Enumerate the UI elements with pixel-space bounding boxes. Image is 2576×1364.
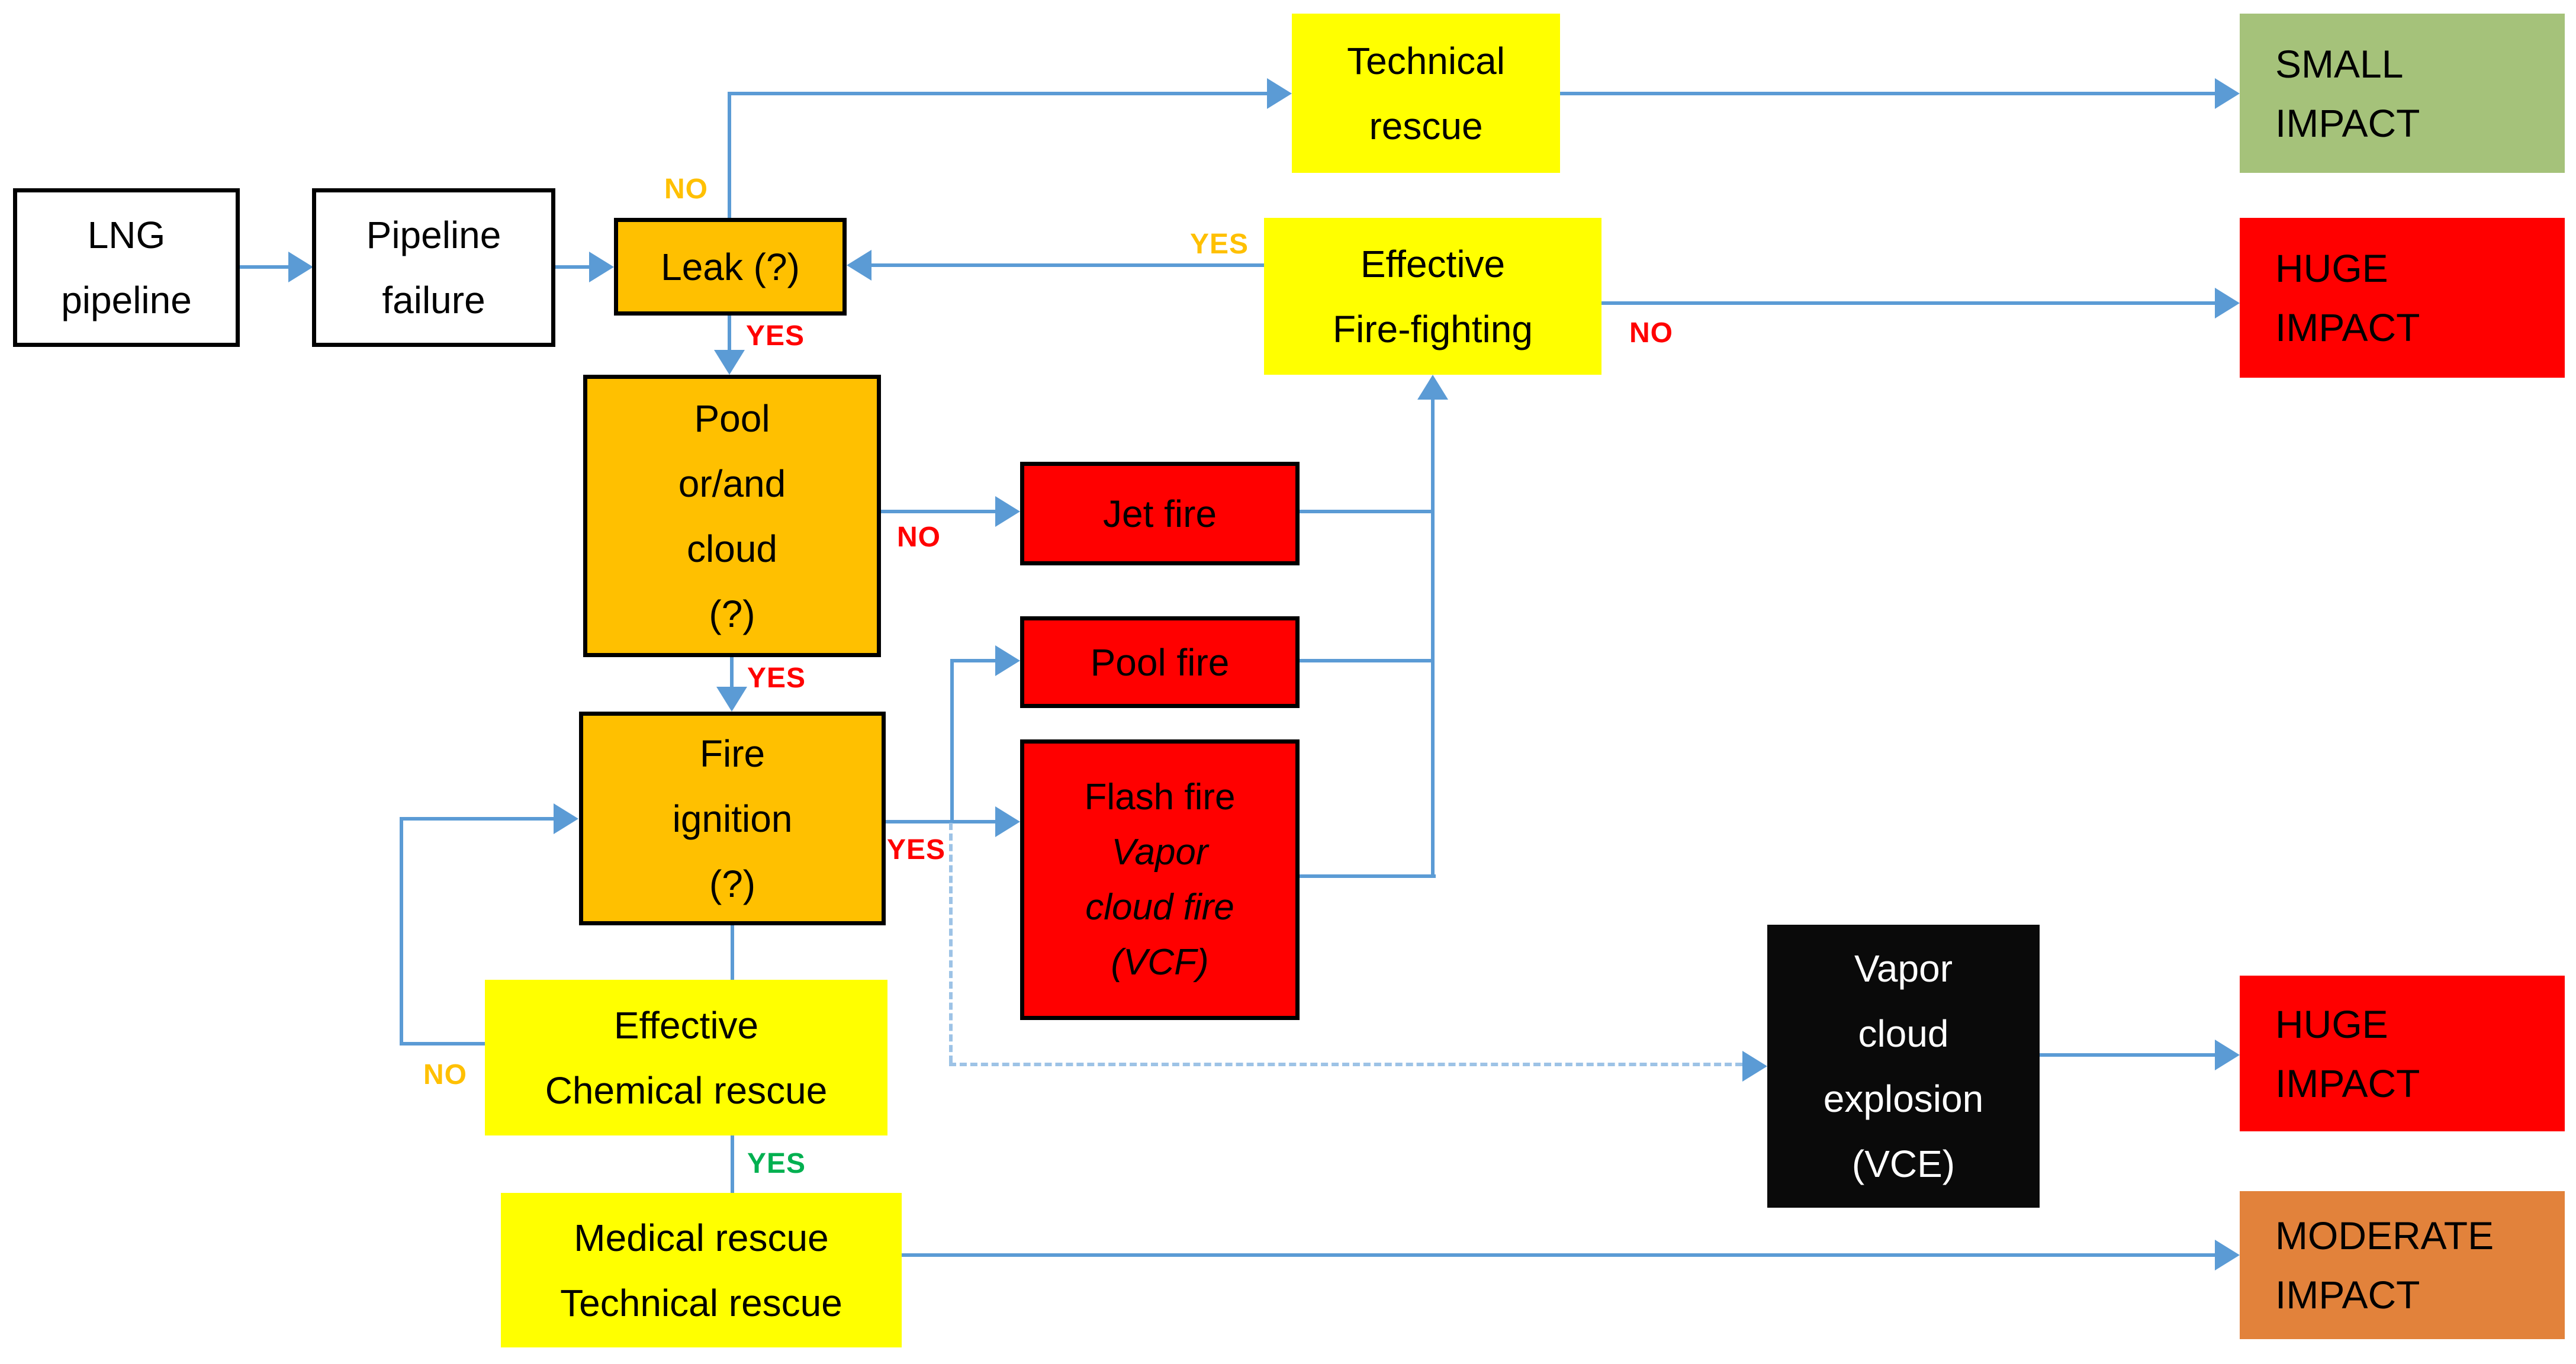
edge-chemical-yes-line (731, 1135, 734, 1193)
edge-techrescue-to-small-arrowhead (2215, 78, 2240, 109)
edge-poolfire-to-collector-line (1300, 659, 1435, 662)
edge-leak-no-horizontal-line (728, 92, 1269, 95)
edge-firefighting-no-arrowhead (2215, 288, 2240, 319)
node-flash-fire: Flash fire Vapor cloud fire (VCF) (1020, 739, 1300, 1020)
node-medical-technical-rescue: Medical rescue Technical rescue (501, 1193, 902, 1347)
edge-dashed-to-vce-vertical (949, 823, 953, 1063)
node-pipeline-failure-label: Pipeline failure (366, 214, 501, 321)
edge-failure-to-leak-arrowhead (589, 252, 614, 282)
edge-label-chemical-no: NO (423, 1059, 467, 1090)
edge-leak-yes-line (728, 316, 731, 352)
edge-branch-to-poolfire-vertical (950, 661, 954, 822)
node-fire-ignition-label: Fire ignition (?) (672, 732, 793, 905)
edge-branch-to-poolfire-horizontal (950, 659, 1001, 662)
edge-label-cloud-no: NO (897, 522, 941, 553)
edge-lng-to-failure-line (240, 265, 294, 269)
edge-techrescue-to-small-line (1560, 92, 2217, 95)
edge-cloud-no-line (881, 510, 1002, 513)
edge-cloud-yes-arrowhead (716, 687, 747, 712)
node-pool-or-cloud-label: Pool or/and cloud (?) (678, 397, 786, 635)
edge-label-leak-no: NO (664, 173, 708, 205)
edge-leak-no-arrowhead (1267, 78, 1292, 109)
edge-vce-to-huge-arrowhead (2215, 1040, 2240, 1070)
edge-chemical-no-bottom-line (400, 1042, 485, 1045)
edge-leak-no-vertical-line (728, 93, 731, 218)
node-huge-impact-bottom: HUGE IMPACT (2240, 976, 2565, 1131)
edge-firefighting-yes-arrowhead (847, 250, 871, 281)
edge-vce-to-huge-line (2040, 1053, 2221, 1057)
node-small-impact: SMALL IMPACT (2240, 14, 2565, 173)
edge-lng-to-failure-arrowhead (288, 252, 313, 282)
node-pool-fire: Pool fire (1020, 616, 1300, 708)
node-pool-fire-label: Pool fire (1090, 641, 1230, 684)
node-technical-rescue-label: Technical rescue (1347, 39, 1505, 147)
node-huge-impact-bottom-label: HUGE IMPACT (2275, 1002, 2420, 1105)
edge-label-chemical-yes: YES (747, 1148, 806, 1179)
edge-label-cloud-yes: YES (747, 662, 806, 694)
edge-firefighting-yes-line (870, 263, 1264, 267)
edge-medical-to-moderate-line (902, 1253, 2221, 1257)
node-effective-firefighting-label: Effective Fire-fighting (1333, 242, 1533, 350)
node-technical-rescue: Technical rescue (1292, 14, 1560, 173)
node-huge-impact-top-label: HUGE IMPACT (2275, 246, 2420, 349)
node-vapor-cloud-explosion: Vapor cloud explosion (VCE) (1767, 925, 2040, 1208)
edge-ignition-to-chemical-line (731, 925, 734, 980)
edge-failure-to-leak-line (555, 265, 592, 269)
edge-cloud-yes-line (730, 657, 734, 691)
node-effective-firefighting: Effective Fire-fighting (1264, 218, 1601, 375)
node-huge-impact-top: HUGE IMPACT (2240, 218, 2565, 378)
edge-cloud-no-arrowhead (995, 496, 1020, 527)
edge-ignition-yes-line (886, 820, 1001, 823)
edge-label-firefighting-yes: YES (1190, 229, 1249, 260)
node-jet-fire: Jet fire (1020, 462, 1300, 565)
edge-branch-to-poolfire-arrowhead (995, 645, 1020, 676)
node-effective-chemical-rescue: Effective Chemical rescue (485, 980, 887, 1135)
node-pool-or-cloud-decision: Pool or/and cloud (?) (583, 375, 881, 657)
node-moderate-impact-label: MODERATE IMPACT (2275, 1214, 2494, 1317)
edge-dashed-to-vce-horizontal (949, 1063, 1742, 1066)
node-flash-fire-sublabel: Vapor cloud fire (VCF) (1085, 832, 1234, 983)
node-lng-pipeline: LNG pipeline (13, 188, 240, 347)
edge-label-leak-yes: YES (746, 320, 805, 352)
edge-flashfire-to-collector-line (1300, 874, 1436, 878)
edge-chemical-no-top-line (400, 817, 554, 821)
node-medical-technical-rescue-label: Medical rescue Technical rescue (560, 1216, 842, 1324)
node-small-impact-label: SMALL IMPACT (2275, 41, 2420, 145)
edge-firefighting-no-line (1601, 301, 2221, 305)
node-pipeline-failure: Pipeline failure (312, 188, 555, 347)
edge-ignition-yes-arrowhead (995, 806, 1020, 837)
edge-chemical-no-arrowhead (554, 803, 578, 834)
edge-dashed-to-vce-arrowhead (1742, 1051, 1767, 1082)
edge-collector-vertical-line (1431, 398, 1435, 878)
edge-label-ignition-yes: YES (887, 834, 946, 866)
node-vapor-cloud-explosion-label: Vapor cloud explosion (VCE) (1823, 947, 1984, 1185)
node-lng-pipeline-label: LNG pipeline (61, 214, 192, 321)
edge-collector-to-firefighting-arrowhead (1417, 375, 1448, 400)
node-jet-fire-label: Jet fire (1102, 492, 1217, 535)
edge-label-firefighting-no: NO (1629, 317, 1673, 349)
node-moderate-impact: MODERATE IMPACT (2240, 1191, 2565, 1339)
node-leak-decision: Leak (?) (614, 218, 847, 316)
edge-leak-yes-arrowhead (714, 350, 745, 375)
node-fire-ignition-decision: Fire ignition (?) (579, 712, 886, 925)
node-effective-chemical-rescue-label: Effective Chemical rescue (545, 1003, 828, 1112)
edge-chemical-no-vertical-line (400, 818, 403, 1045)
node-leak-label: Leak (?) (661, 245, 800, 288)
edge-medical-to-moderate-arrowhead (2215, 1240, 2240, 1270)
edge-jetfire-to-collector-line (1300, 510, 1435, 513)
node-flash-fire-label: Flash fire (1084, 777, 1236, 818)
